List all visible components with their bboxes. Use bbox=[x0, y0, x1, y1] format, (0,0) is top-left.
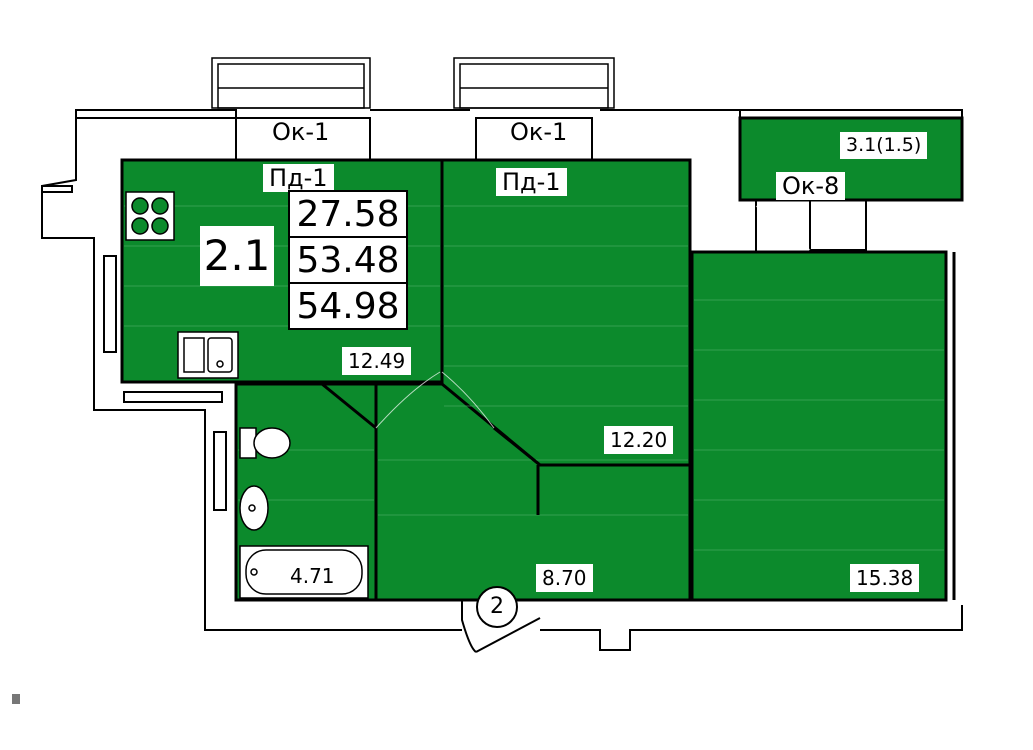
balcony-area-label: 3.1(1.5) bbox=[840, 132, 928, 159]
area-living: 27.58 bbox=[296, 193, 400, 235]
bathroom-area-label: 4.71 bbox=[290, 564, 335, 588]
door-label-middle: Пд-1 bbox=[496, 168, 567, 196]
apartment-number: 2.1 bbox=[200, 226, 274, 286]
toilet-icon bbox=[239, 427, 291, 459]
area-summary-box: 27.58 53.48 54.98 bbox=[288, 190, 408, 330]
area-total: 53.48 bbox=[290, 236, 406, 282]
balcony-area bbox=[738, 116, 964, 202]
room-2-area-label: 15.38 bbox=[850, 564, 920, 592]
entrance-door bbox=[461, 600, 541, 653]
kitchen-area-label: 12.49 bbox=[342, 347, 412, 375]
door-swings bbox=[375, 205, 811, 429]
door-label-left: Пд-1 bbox=[263, 164, 334, 192]
window-label-left: Ок-1 bbox=[272, 118, 330, 146]
room-2 bbox=[690, 250, 948, 602]
window-label-right: Ок-8 bbox=[776, 172, 846, 200]
partitions bbox=[236, 160, 956, 602]
bathtub-icon bbox=[239, 545, 369, 599]
wall-slots bbox=[41, 185, 227, 511]
entrance-marker: 2 bbox=[476, 586, 518, 628]
washbasin-icon bbox=[239, 485, 269, 531]
window-label-middle: Ок-1 bbox=[510, 118, 568, 146]
room-1-area-label: 12.20 bbox=[604, 426, 674, 454]
stove-icon bbox=[125, 191, 175, 241]
balcony-rail-left bbox=[211, 57, 371, 109]
balcony-rail-middle bbox=[453, 57, 615, 109]
sink-icon bbox=[177, 331, 239, 379]
area-total-with-balcony: 54.98 bbox=[290, 282, 406, 328]
hall-area-label: 8.70 bbox=[536, 564, 593, 592]
corner-mark bbox=[12, 694, 20, 704]
